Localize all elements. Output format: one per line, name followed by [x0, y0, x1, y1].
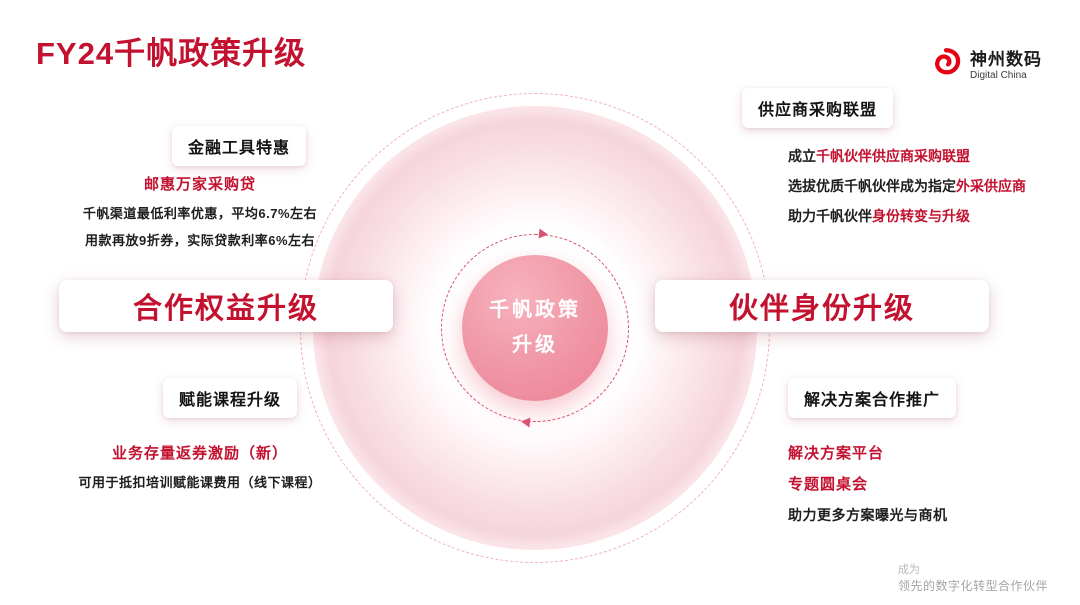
course-text-block: 业务存量返券激励（新） 可用于抵扣培训赋能课费用（线下课程） [0, 439, 400, 496]
center-badge-line2: 升级 [512, 334, 558, 356]
supplier-line-red: 外采供应商 [956, 178, 1026, 194]
page-title: FY24千帆政策升级 [36, 36, 307, 71]
supplier-line-black: 成立 [788, 148, 816, 164]
center-badge-line1: 千帆政策 [489, 299, 581, 321]
center-badge: 千帆政策 升级 [462, 255, 608, 401]
solution-line: 助力更多方案曝光与商机 [788, 507, 948, 523]
finance-line: 用款再放9折券，实际贷款利率6%左右 [84, 233, 316, 248]
footer-line2: 领先的数字化转型合作伙伴 [898, 578, 1049, 593]
clockwise-arrow-icon [520, 416, 531, 428]
course-line: 可用于抵扣培训赋能课费用（线下课程） [78, 475, 322, 490]
course-highlight: 业务存量返券激励（新） [111, 445, 288, 462]
supplier-line: 助力千帆伙伴身份转变与升级 [788, 201, 1026, 231]
left-main-label: 合作权益升级 [59, 280, 393, 332]
footer-line1: 成为 [898, 564, 920, 576]
finance-header-tag: 金融工具特惠 [172, 126, 307, 166]
solution-header-tag: 解决方案合作推广 [788, 378, 957, 418]
supplier-header-tag: 供应商采购联盟 [742, 88, 894, 128]
solution-highlight: 专题圆桌会 [788, 476, 869, 493]
course-header-tag: 赋能课程升级 [163, 378, 298, 418]
supplier-line: 成立千帆伙伴供应商采购联盟 [788, 141, 1026, 171]
footer-watermark: 成为 领先的数字化转型合作伙伴 [898, 563, 1048, 594]
company-logo: 神州数码 Digital China [929, 46, 1042, 85]
clockwise-arrow-icon [538, 228, 549, 240]
right-main-label: 伙伴身份升级 [655, 280, 989, 332]
solution-text-block: 解决方案平台 专题圆桌会 助力更多方案曝光与商机 [788, 438, 948, 531]
supplier-line-black: 助力千帆伙伴 [788, 208, 872, 224]
supplier-line-red: 千帆伙伴供应商采购联盟 [816, 148, 970, 164]
solution-highlight: 解决方案平台 [788, 445, 885, 462]
logo-name-en: Digital China [970, 69, 1027, 81]
supplier-line-red: 身份转变与升级 [872, 208, 970, 224]
logo-swirl-icon [929, 46, 963, 85]
supplier-line: 选拔优质千帆伙伴成为指定外采供应商 [788, 171, 1026, 201]
inner-dashed-ring [441, 228, 629, 428]
logo-text: 神州数码 Digital China [970, 50, 1042, 81]
finance-highlight: 邮惠万家采购贷 [143, 176, 256, 193]
finance-text-block: 邮惠万家采购贷 千帆渠道最低利率优惠，平均6.7%左右 用款再放9折券，实际贷款… [0, 170, 400, 254]
supplier-line-black: 选拔优质千帆伙伴成为指定 [788, 178, 956, 194]
finance-line: 千帆渠道最低利率优惠，平均6.7%左右 [82, 206, 318, 221]
supplier-text-block: 成立千帆伙伴供应商采购联盟 选拔优质千帆伙伴成为指定外采供应商 助力千帆伙伴身份… [788, 141, 1026, 231]
logo-name-cn: 神州数码 [970, 49, 1042, 69]
